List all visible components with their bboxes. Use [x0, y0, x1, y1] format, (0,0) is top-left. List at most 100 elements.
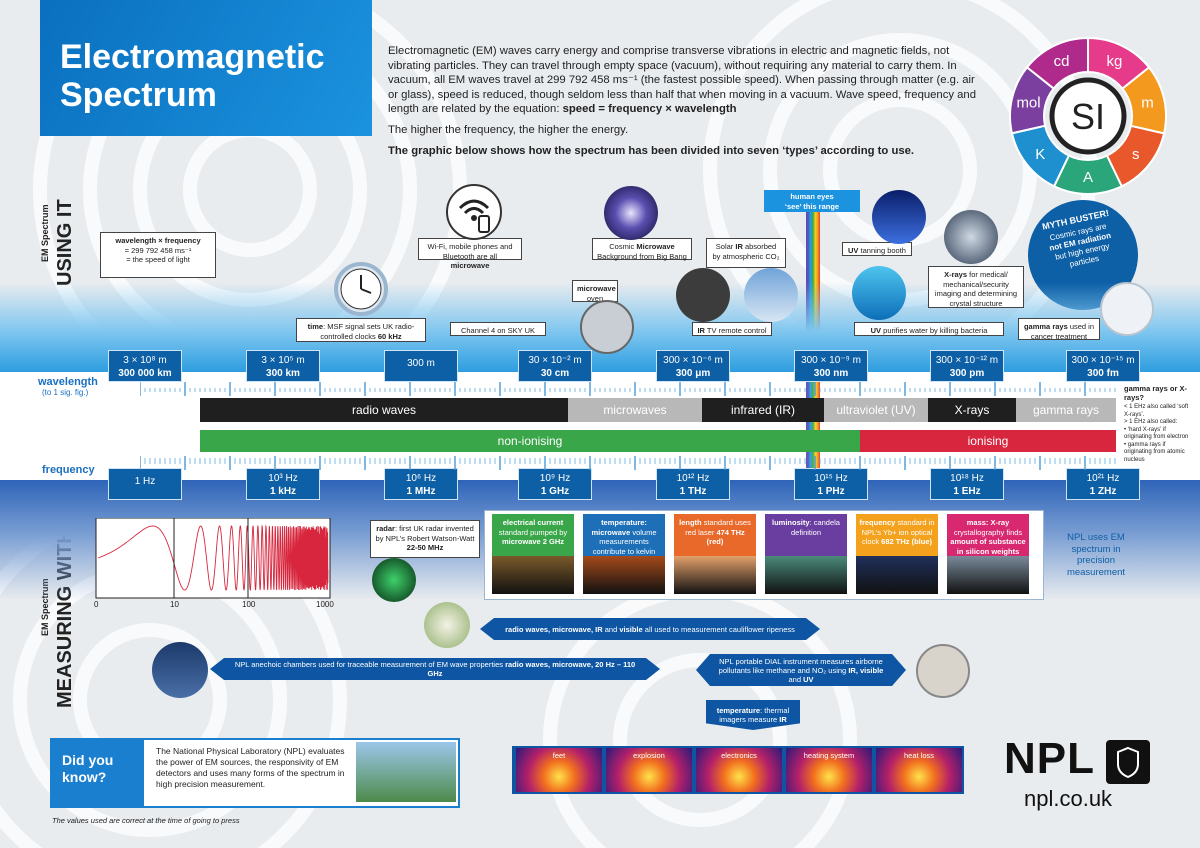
- intro-paragraph-3: The graphic below shows how the spectrum…: [388, 144, 978, 159]
- callout-solar-a: Solar: [715, 242, 736, 251]
- callout-radar-b: : first UK radar invented by NPL’s Rober…: [375, 524, 475, 543]
- callout-cosmic-c: Background from Big Bang: [597, 251, 687, 261]
- type-microwaves: microwaves: [568, 398, 702, 422]
- human-eyes-line-1: human eyes: [790, 192, 834, 201]
- wavelength-value-5: 300 × 10⁻⁹ m: [801, 355, 861, 366]
- wavelength-value-0: 3 × 10⁸ m: [123, 355, 167, 366]
- npl-url: npl.co.uk: [1024, 786, 1113, 811]
- callout-remote-a: IR: [697, 326, 705, 335]
- type-xrays: X-rays: [928, 398, 1016, 422]
- wavelength-value-alt-1: 300 km: [266, 368, 300, 379]
- standard-card-4: frequency standard in NPL’s Yb+ ion opti…: [856, 514, 938, 594]
- callout-speed-of-light: wavelength × frequency = 299 792 458 ms⁻…: [100, 232, 216, 278]
- wifi-bluetooth-icon: [446, 184, 502, 240]
- gamma-note-3: • ‘hard X-rays’ if originating from elec…: [1124, 426, 1189, 441]
- wave-tick-1000: 1000: [316, 600, 334, 609]
- arrow-caul-d: all used to measurement cauliflower ripe…: [642, 624, 795, 634]
- standard-image-1: [583, 556, 665, 594]
- wavelength-row-label: wavelength: [38, 376, 98, 388]
- using-big-label: USING IT: [54, 199, 76, 286]
- standard-text-2: length standard uses red laser 474 THz (…: [677, 518, 753, 547]
- standard-text-4: frequency standard in NPL’s Yb+ ion opti…: [859, 518, 935, 547]
- wave-tick-100: 100: [242, 600, 256, 609]
- standard-title-4: frequency: [859, 518, 896, 527]
- thermal-image-0: feet: [516, 748, 602, 792]
- intro-paragraph-2: The higher the frequency, the higher the…: [388, 123, 629, 136]
- si-unit-m: m: [1141, 94, 1154, 111]
- arrow-caul-a: radio waves, microwave, IR: [505, 624, 603, 634]
- callout-msf-c: 60 kHz: [377, 331, 402, 341]
- standard-desc-2: standard uses red laser: [685, 518, 751, 537]
- si-unit-A: A: [1083, 169, 1093, 186]
- callout-radar: radar: first UK radar invented by NPL’s …: [370, 520, 480, 558]
- did-you-know-body: The National Physical Laboratory (NPL) e…: [156, 746, 345, 789]
- gamma-note-4: • gamma rays if originating from atomic …: [1124, 441, 1185, 463]
- standard-image-3: [765, 556, 847, 594]
- ionising-bar-red: ionising: [860, 430, 1116, 452]
- gamma-note-question: gamma rays or X-rays?: [1124, 384, 1187, 402]
- using-small-label: EM Spectrum: [40, 204, 50, 262]
- arrow-dial-b: IR, visible: [848, 665, 884, 675]
- standard-card-1: temperature: microwave volume measuremen…: [583, 514, 665, 594]
- microwave-oven-icon: [580, 300, 634, 354]
- scale-ticks: [140, 382, 1116, 470]
- callout-gamma-a: gamma rays: [1023, 322, 1068, 331]
- thermal-label-1: explosion: [633, 751, 665, 760]
- wavelength-value-alt-7: 300 fm: [1087, 368, 1119, 379]
- callout-speed-eq: wavelength × frequency: [115, 236, 201, 245]
- radar-screen-icon: [372, 558, 416, 602]
- frequency-value-1: 10³ Hz: [268, 473, 298, 484]
- arrow-caul-c: visible: [619, 624, 643, 634]
- frequency-row-label: frequency: [42, 464, 95, 476]
- standard-text-3: luminosity: candela definition: [768, 518, 844, 537]
- callout-msf-b: : MSF signal sets UK radio-controlled cl…: [320, 322, 415, 341]
- callout-speed-line-1: wavelength × frequency: [105, 236, 211, 246]
- standard-card-2: length standard uses red laser 474 THz (…: [674, 514, 756, 594]
- si-segment-K: [1010, 124, 1071, 188]
- si-segment-kg: [1087, 36, 1151, 90]
- callout-gamma: gamma rays used in cancer treatment: [1018, 318, 1100, 341]
- standard-card-0: electrical current standard pumped by mi…: [492, 514, 574, 594]
- arrow-dial-a: NPL portable DIAL instrument measures ai…: [718, 656, 883, 675]
- si-unit-kg: kg: [1107, 53, 1123, 70]
- si-segment-A: [1052, 154, 1124, 195]
- wave-plot: [95, 518, 331, 599]
- wave-line: [97, 524, 329, 592]
- callout-wifi: Wi-Fi, mobile phones and Bluetooth are a…: [418, 238, 522, 270]
- intro-text: Electromagnetic (EM) waves carry energy …: [388, 44, 978, 164]
- callout-oven-b: oven: [586, 293, 604, 303]
- wavelength-value-3: 30 × 10⁻² m: [528, 355, 582, 366]
- frequency-value-alt-3: 1 GHz: [540, 486, 570, 497]
- xray-chest-icon: [944, 210, 998, 264]
- si-unit-K: K: [1035, 146, 1045, 163]
- arrow-thermal-a: temperature: [716, 706, 761, 715]
- npl-uses-label: NPL uses EM spectrum in precision measur…: [1066, 532, 1126, 578]
- frequency-value-4: 10¹² Hz: [676, 473, 710, 484]
- standard-title-1: temperature: microwave: [591, 518, 647, 537]
- did-you-know-title: Did you know?: [52, 740, 144, 806]
- standard-title-3: luminosity: [772, 518, 810, 527]
- cancer-treatment-icon: [1100, 282, 1154, 336]
- thermal-label-3: heating system: [803, 751, 855, 760]
- intro-paragraph-1: Electromagnetic (EM) waves carry energy …: [388, 44, 978, 117]
- thermal-label-2: electronics: [721, 751, 757, 760]
- standard-image-2: [674, 556, 756, 594]
- intro-p3-text: The graphic below shows how the spectrum…: [388, 144, 915, 157]
- callout-wifi-a: Wi-Fi, mobile phones and Bluetooth are a…: [427, 242, 513, 261]
- arrow-anech-a: NPL anechoic chambers used for traceable…: [234, 660, 506, 669]
- wavelength-value-4: 300 × 10⁻⁶ m: [663, 355, 723, 366]
- arrow-dial-d: UV: [803, 674, 814, 684]
- standard-text-5: mass: X-ray crystallography finds amount…: [950, 518, 1026, 556]
- wavelength-value-6: 300 × 10⁻¹² m: [935, 355, 999, 366]
- wave-tick-0: 0: [94, 600, 99, 609]
